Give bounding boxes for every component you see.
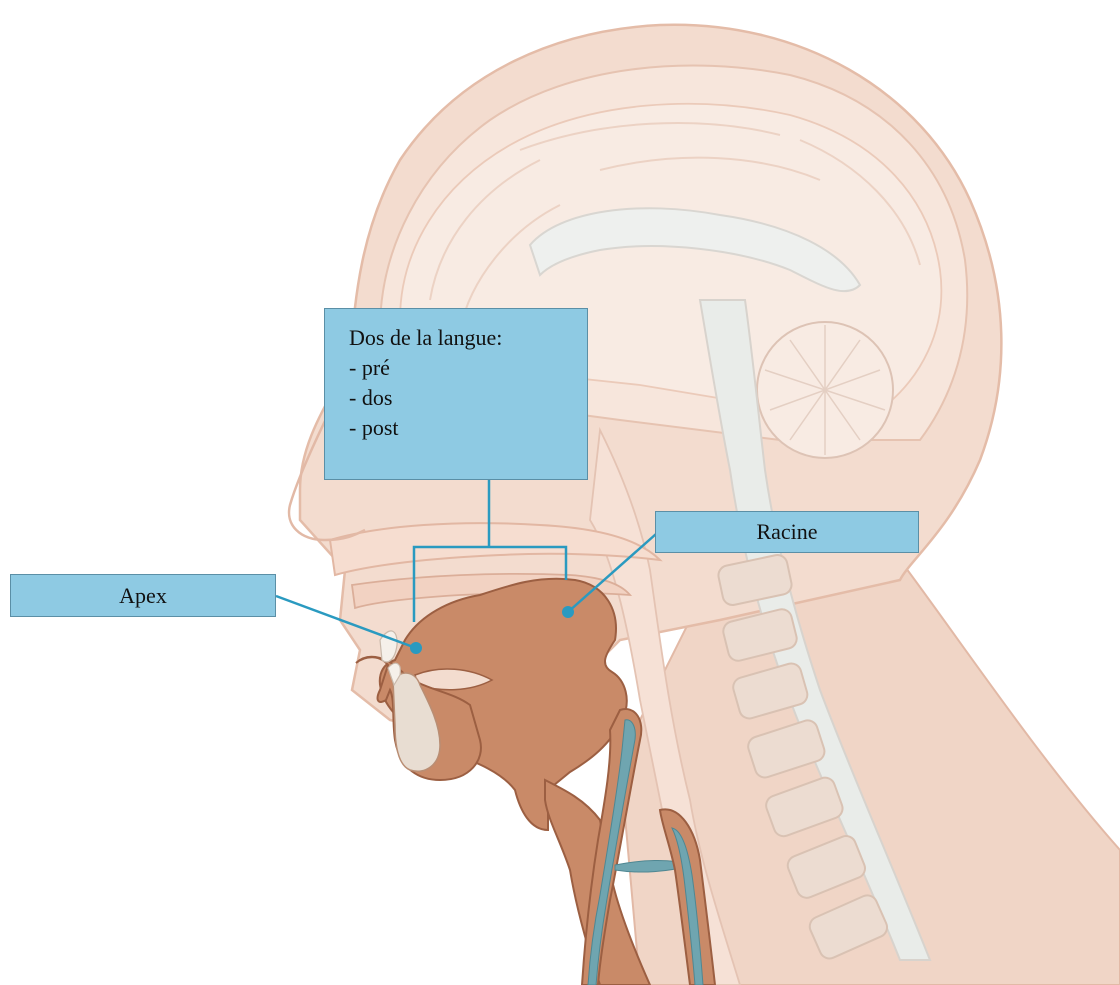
dos-de-la-langue-label: Dos de la langue: - pré - dos - post: [324, 308, 588, 480]
dos-item-post: - post: [349, 413, 587, 443]
apex-label: Apex: [10, 574, 276, 617]
cerebellum: [757, 322, 893, 458]
apex-point: [410, 642, 422, 654]
racine-label: Racine: [655, 511, 919, 553]
dos-item-pre: - pré: [349, 353, 587, 383]
racine-point: [562, 606, 574, 618]
dos-item-dos: - dos: [349, 383, 587, 413]
dos-title: Dos de la langue:: [349, 323, 587, 353]
